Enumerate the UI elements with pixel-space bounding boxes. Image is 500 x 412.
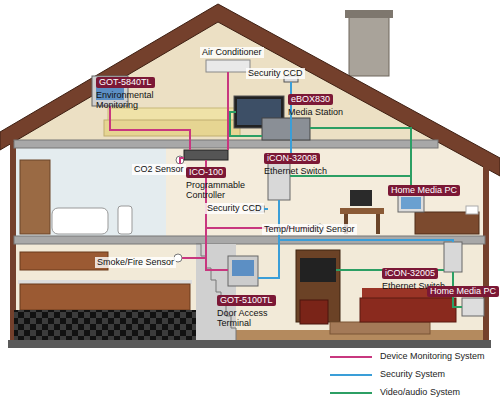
media-pc-screen xyxy=(401,197,421,209)
monitor xyxy=(350,190,372,206)
chimney xyxy=(349,14,389,76)
tv-screen xyxy=(300,258,336,282)
device-callout: ICO-100Programmable Controller xyxy=(186,161,250,200)
counter-top xyxy=(18,280,192,284)
bathroom-wall xyxy=(16,148,166,236)
device-label: Security CCD xyxy=(205,203,264,214)
upper-room-wall xyxy=(166,148,483,236)
device-callout: Home Media PC xyxy=(388,179,468,197)
bathtub xyxy=(52,208,108,234)
legend-text: Device Monitoring System xyxy=(380,351,485,362)
media-pc-device xyxy=(462,298,484,316)
sofa xyxy=(360,298,456,322)
model-tag: ICO-100 xyxy=(186,167,226,178)
model-tag: iCON-32008 xyxy=(264,153,320,164)
model-tag: Home Media PC xyxy=(388,185,460,196)
model-tag: iCON-32005 xyxy=(382,268,438,279)
roof xyxy=(0,4,500,176)
rug xyxy=(330,322,430,334)
media-station-device xyxy=(262,118,310,140)
legend-text: Security System xyxy=(380,369,445,380)
legend-line xyxy=(330,374,372,376)
house-interior xyxy=(14,22,487,342)
security-wire xyxy=(258,240,279,278)
security-wire xyxy=(264,208,268,210)
device-label: Air Conditioner xyxy=(200,47,264,58)
device-callout: GOT-5100TL Door Access Terminal xyxy=(217,289,277,328)
video-wire xyxy=(230,112,262,136)
legend-line xyxy=(330,356,372,358)
chimney-cap xyxy=(345,10,393,18)
terminal-device xyxy=(228,256,258,286)
armchair xyxy=(300,300,328,324)
attic-wall xyxy=(14,22,437,140)
kitchen-floor xyxy=(14,310,196,340)
desk-leg xyxy=(376,214,380,234)
legend-line xyxy=(330,392,372,394)
terminal-screen xyxy=(232,260,254,276)
controller-device xyxy=(184,150,228,160)
toilet xyxy=(118,206,132,234)
sofa-seat xyxy=(104,120,240,136)
device-label: Security CCD xyxy=(246,68,305,79)
device-caption: Programmable Controller xyxy=(186,180,250,200)
legend-text: Video/audio System xyxy=(380,387,460,398)
device-callout: eBOX830Media Station xyxy=(288,88,360,117)
pillow xyxy=(466,206,478,214)
device-callout: Home Media PC xyxy=(427,280,499,298)
air-conditioner-unit xyxy=(206,60,250,72)
device-callout: iCON-32008Ethernet Switch xyxy=(264,147,344,176)
device-label: Smoke/Fire Sensor xyxy=(95,257,176,268)
legend xyxy=(330,357,372,393)
device-caption: Environmental Monitoring xyxy=(96,90,158,110)
monitoring-wire xyxy=(110,106,190,150)
device-caption: Ethernet Switch xyxy=(264,166,344,176)
sensor-device xyxy=(176,156,184,164)
device-label: Temp/Humidity Sensor xyxy=(262,224,357,235)
model-tag: GOT-5840TL xyxy=(96,77,155,88)
device-label: CO2 Sensor xyxy=(132,164,186,175)
device-caption: Door Access Terminal xyxy=(217,308,277,328)
model-tag: Home Media PC xyxy=(427,286,499,297)
foundation xyxy=(8,340,491,348)
closet xyxy=(20,160,50,234)
switch-device xyxy=(444,242,462,272)
model-tag: GOT-5100TL xyxy=(217,295,276,306)
floor-slab xyxy=(14,140,438,148)
security-wire xyxy=(279,200,453,242)
desk xyxy=(340,208,384,214)
monitoring-wire xyxy=(227,72,229,150)
monitoring-wire xyxy=(182,257,206,259)
device-caption: Media Station xyxy=(288,107,360,117)
device-callout: GOT-5840TL Environmental Monitoring xyxy=(96,71,158,110)
bed xyxy=(415,212,479,234)
media-pc-device xyxy=(398,194,424,212)
model-tag: eBOX830 xyxy=(288,94,333,105)
kitchen-counter xyxy=(20,284,190,310)
